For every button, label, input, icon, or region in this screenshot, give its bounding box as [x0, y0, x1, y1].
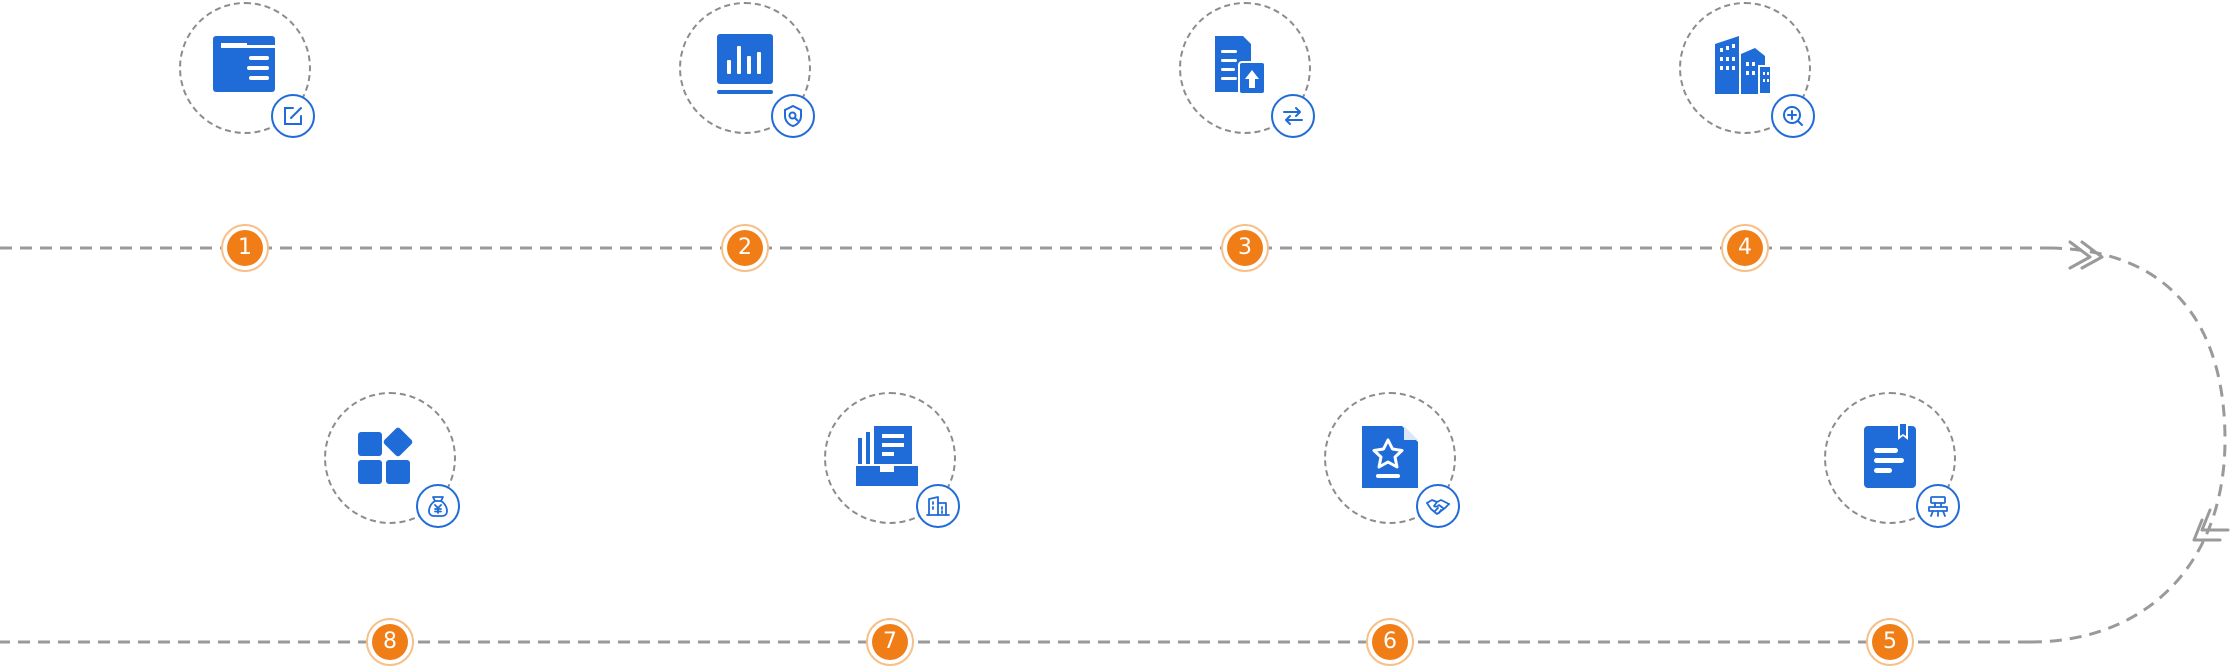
edit-icon — [284, 107, 302, 125]
step-number-label: 4 — [1727, 230, 1763, 266]
step-number-label: 2 — [727, 230, 763, 266]
step-2-number: 2 — [721, 224, 769, 272]
flow-arc — [2029, 246, 2227, 644]
step-7-badge — [916, 484, 960, 528]
folder-document-icon — [213, 36, 275, 92]
chevron-down-icon — [2192, 508, 2230, 542]
step-6-badge — [1416, 484, 1460, 528]
step-number-label: 5 — [1872, 624, 1908, 660]
handshake-icon — [1426, 499, 1450, 515]
step-6-number: 6 — [1366, 618, 1414, 666]
chevron-right-icon — [2068, 240, 2104, 270]
building-icon — [926, 496, 950, 516]
step-6-circle — [1324, 392, 1460, 528]
step-8-circle — [324, 392, 460, 528]
buildings-icon — [1715, 36, 1772, 95]
money-bag-icon — [428, 496, 448, 517]
shield-search-icon — [784, 104, 802, 128]
seal-stamp-icon — [1928, 496, 1948, 517]
step-number-label: 8 — [372, 624, 408, 660]
step-7-number: 7 — [866, 618, 914, 666]
exchange-arrows-icon — [1283, 107, 1303, 125]
step-5-number: 5 — [1866, 618, 1914, 666]
step-3-number: 3 — [1221, 224, 1269, 272]
step-5-badge — [1916, 484, 1960, 528]
step-4-circle — [1679, 2, 1815, 138]
step-8-badge — [416, 484, 460, 528]
document-tray-icon — [856, 426, 918, 486]
step-number-label: 1 — [227, 230, 263, 266]
step-number-label: 6 — [1372, 624, 1408, 660]
step-3-badge — [1271, 94, 1315, 138]
bookmark-document-icon — [1864, 424, 1916, 488]
step-4-number: 4 — [1721, 224, 1769, 272]
step-1-circle — [179, 2, 315, 138]
step-3-circle — [1179, 2, 1315, 138]
star-document-icon — [1362, 426, 1418, 488]
step-number-label: 7 — [872, 624, 908, 660]
app-blocks-icon — [358, 427, 413, 484]
zoom-in-icon — [1783, 106, 1803, 126]
step-1-badge — [271, 94, 315, 138]
step-2-circle — [679, 2, 815, 138]
bar-chart-board-icon — [717, 34, 773, 94]
step-2-badge — [771, 94, 815, 138]
document-upload-icon — [1215, 36, 1266, 95]
step-7-circle — [824, 392, 960, 528]
step-5-circle — [1824, 392, 1960, 528]
step-1-number: 1 — [221, 224, 269, 272]
step-number-label: 3 — [1227, 230, 1263, 266]
step-4-badge — [1771, 94, 1815, 138]
step-8-number: 8 — [366, 618, 414, 666]
